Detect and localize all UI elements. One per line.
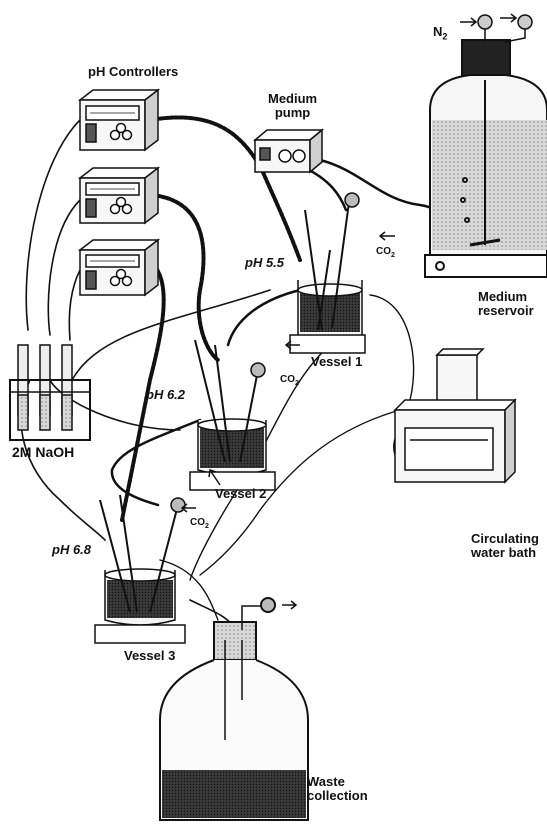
medium-reservoir-label: Medium reservoir	[478, 290, 534, 317]
ph-5-5-label: pH 5.5	[245, 255, 285, 270]
n2-filters	[460, 13, 533, 43]
vessel-3-label: Vessel 3	[124, 648, 176, 663]
vessel-2	[189, 339, 276, 491]
co2-arrows	[180, 231, 395, 513]
vessel-2-label: Vessel 2	[215, 486, 267, 501]
water-bath-line1: Circulating	[471, 531, 539, 546]
medium-reservoir-line2: reservoir	[478, 302, 534, 318]
ph-controllers-label: pH Controllers	[88, 64, 179, 79]
ph-controller-3	[77, 238, 161, 297]
co2-subscript: 2	[295, 380, 299, 387]
ph-controller-2	[77, 166, 161, 225]
n2-text: N	[433, 24, 443, 39]
vessel-1-label: Vessel 1	[311, 354, 363, 369]
ph-6-2-label: pH 6.2	[146, 387, 186, 402]
waste-label: Waste collection	[307, 775, 368, 802]
vessel-1	[289, 192, 366, 354]
waste-line1: Waste	[307, 774, 345, 789]
co2-label-reservoir: CO2	[376, 246, 395, 259]
vessel-3	[94, 494, 186, 644]
co2-text: CO	[190, 517, 205, 528]
co2-subscript: 2	[391, 252, 395, 259]
naoh-label: 2M NaOH	[12, 444, 75, 460]
co2-label-vessel-1: CO2	[280, 374, 299, 387]
co2-subscript: 2	[205, 523, 209, 530]
n2-label: N2	[433, 25, 447, 42]
medium-pump-label-line2: pump	[274, 104, 311, 120]
ph-controller-1	[77, 88, 161, 152]
co2-text: CO	[280, 374, 295, 385]
medium-reservoir	[424, 39, 547, 278]
waste-line2: collection	[307, 787, 368, 803]
naoh-rack	[9, 344, 91, 441]
waste-bottle	[159, 597, 309, 821]
co2-text: CO	[376, 246, 391, 257]
co2-label-vessel-2: CO2	[190, 517, 209, 530]
medium-pump-label: Medium pump	[268, 92, 317, 119]
n2-subscript: 2	[442, 31, 448, 42]
medium-reservoir-line1: Medium	[478, 289, 528, 304]
medium-pump-label-line1: Medium	[268, 91, 318, 106]
ph-6-8-label: pH 6.8	[52, 542, 92, 557]
water-bath-label: Circulating water bath	[471, 532, 539, 559]
water-bath	[393, 348, 517, 484]
medium-pump	[252, 128, 325, 174]
water-bath-line2: water bath	[471, 544, 537, 560]
